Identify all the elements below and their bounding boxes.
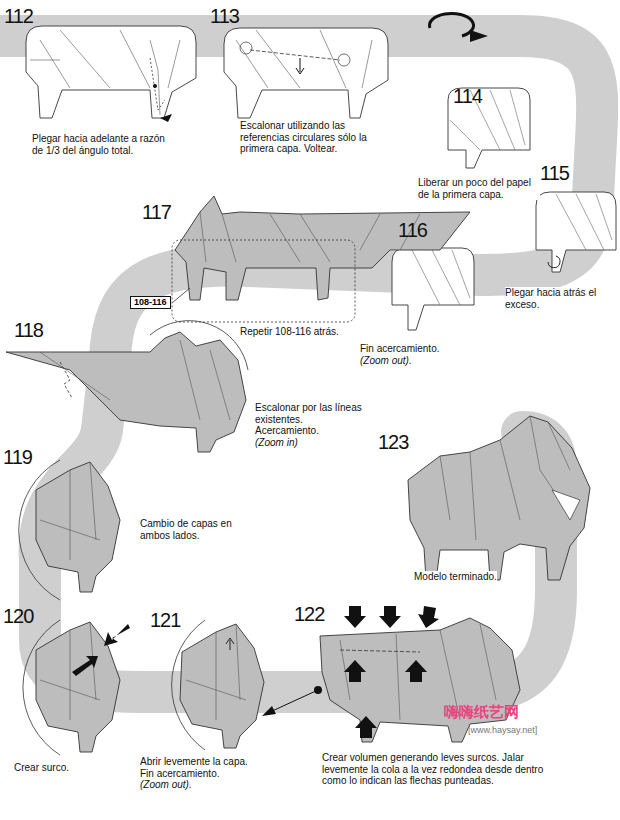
watermark: 嗨嗨纸艺网 bbox=[444, 704, 519, 721]
turn-over-symbol bbox=[429, 13, 473, 36]
instruction: Crear surco. bbox=[14, 762, 69, 774]
pull-arrow bbox=[270, 690, 318, 712]
dashed-arrow bbox=[340, 650, 420, 652]
step-number: 121 bbox=[150, 610, 180, 630]
fold-figure bbox=[26, 26, 196, 118]
push-arrow bbox=[72, 656, 98, 676]
fold-figure bbox=[392, 248, 474, 330]
step-number: 116 bbox=[398, 220, 427, 240]
dog-figure bbox=[6, 332, 246, 452]
zoom-note: (Zoom out). bbox=[140, 779, 192, 791]
instruction: Cambio de capas en ambos lados. bbox=[140, 518, 250, 541]
reference-dot bbox=[153, 84, 157, 88]
push-arrow bbox=[418, 606, 439, 628]
instruction: Escalonar utilizando las referencias cir… bbox=[240, 120, 392, 155]
repeat-region bbox=[172, 240, 355, 322]
zoom-circle bbox=[150, 321, 248, 370]
watermark-url: [www.haysay.net] bbox=[468, 725, 537, 735]
step-range: 108-116 bbox=[134, 297, 167, 307]
zoom-note: (Zoom out). bbox=[360, 355, 412, 367]
step-number: 118 bbox=[14, 320, 43, 340]
instruction: Escalonar por las líneas existentes. Ace… bbox=[255, 402, 365, 437]
pull-dot bbox=[314, 686, 322, 694]
turn-over-arrowhead bbox=[470, 30, 488, 42]
crease-lines bbox=[30, 30, 180, 115]
step-number: 119 bbox=[3, 447, 32, 467]
crease-lines bbox=[40, 622, 100, 720]
push-arrow bbox=[344, 606, 366, 628]
step-number: 115 bbox=[540, 163, 569, 183]
reference-circle bbox=[338, 54, 350, 66]
leader-line bbox=[173, 288, 190, 303]
head-figure bbox=[36, 462, 120, 592]
reference-circle bbox=[240, 42, 252, 54]
instruction: Modelo terminado. bbox=[414, 571, 497, 583]
crease-lines bbox=[412, 250, 470, 305]
instruction: Liberar un poco del papel de la primera … bbox=[418, 177, 540, 200]
step-number: 117 bbox=[142, 202, 171, 222]
crease-lines bbox=[200, 212, 420, 262]
step-number: 113 bbox=[210, 6, 239, 26]
push-arrow bbox=[355, 716, 377, 738]
step-range-box: 108-116 bbox=[130, 296, 171, 309]
crease-lines bbox=[236, 30, 372, 88]
step-band bbox=[0, 36, 597, 692]
instruction: Plegar hacia adelante a razón de 1/3 del… bbox=[32, 133, 172, 156]
fold-figure bbox=[536, 192, 616, 272]
pull-arrowhead bbox=[262, 706, 276, 716]
crease-lines bbox=[556, 194, 612, 250]
step-number: 112 bbox=[4, 6, 33, 26]
instruction: Repetir 108-116 atrás. bbox=[240, 326, 340, 338]
fold-arrow bbox=[296, 58, 304, 74]
instruction: Abrir levemente la capa. Fin acercamient… bbox=[140, 756, 264, 779]
push-arrow bbox=[405, 660, 427, 682]
instruction: Plegar hacia atrás el exceso. bbox=[505, 287, 615, 310]
crease-lines bbox=[440, 416, 570, 540]
dog-figure bbox=[408, 416, 590, 580]
crease-lines bbox=[40, 340, 230, 420]
fold-arrow bbox=[160, 114, 172, 122]
crease-lines bbox=[186, 624, 246, 720]
instruction: Crear volumen generando leves surcos. Ja… bbox=[322, 752, 562, 787]
dog-figure bbox=[175, 196, 470, 300]
step-number: 114 bbox=[453, 86, 482, 106]
pleat-line bbox=[60, 362, 72, 398]
push-arrow bbox=[104, 624, 130, 646]
zoom-note: (Zoom in) bbox=[255, 437, 298, 449]
step-number: 122 bbox=[294, 604, 324, 624]
fold-line bbox=[150, 58, 165, 110]
dog-figure bbox=[320, 618, 520, 742]
push-arrow bbox=[379, 606, 401, 628]
push-arrow bbox=[344, 660, 366, 682]
open-arrow bbox=[226, 638, 234, 650]
step-number: 120 bbox=[3, 606, 33, 626]
instruction: Fin acercamiento. bbox=[360, 343, 470, 355]
head-figure bbox=[180, 624, 264, 748]
pleat-line bbox=[250, 50, 340, 60]
crease-lines bbox=[40, 462, 100, 560]
chest-detail bbox=[552, 490, 580, 520]
fold-figure bbox=[224, 28, 388, 118]
step-number: 123 bbox=[378, 432, 408, 452]
fold-arrow bbox=[548, 256, 560, 268]
